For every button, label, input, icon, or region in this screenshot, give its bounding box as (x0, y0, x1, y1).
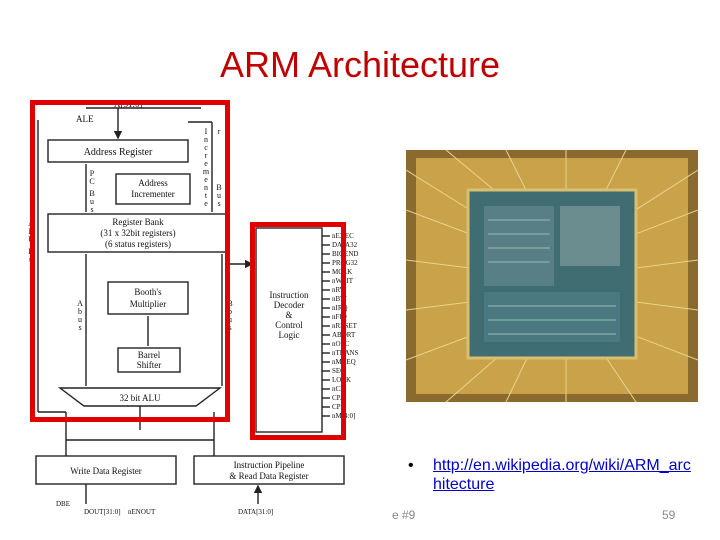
svg-text:n: n (204, 183, 208, 192)
svg-text:nOPC: nOPC (332, 340, 349, 348)
svg-text:CPA: CPA (332, 394, 345, 402)
decoder-line1: Instruction (270, 290, 309, 300)
booth-multiplier-line2: Multiplier (130, 299, 167, 309)
address-register-label: Address Register (84, 147, 153, 158)
svg-text:s: s (228, 323, 231, 332)
barrel-shifter-line2: Shifter (137, 360, 162, 370)
instruction-pipeline-line2: & Read Data Register (229, 471, 308, 481)
svg-text:b: b (228, 307, 232, 316)
register-bank-line1: Register Bank (112, 217, 164, 227)
data-in-label: DATA[31:0] (238, 508, 273, 516)
arm-block-diagram: A[31:0] ALE Address Register Address Inc… (28, 100, 358, 516)
svg-text:s: s (217, 199, 220, 208)
svg-text:nFIQ: nFIQ (332, 313, 347, 321)
datapath-highlight-box (30, 100, 230, 422)
decoder-line5: Logic (279, 330, 300, 340)
page-number: 59 (662, 508, 676, 522)
svg-text:u: u (78, 315, 82, 324)
svg-text:CPB: CPB (332, 403, 346, 411)
barrel-shifter-line1: Barrel (138, 350, 161, 360)
svg-text:s: s (90, 205, 93, 214)
svg-text:B: B (216, 183, 221, 192)
wikipedia-link[interactable]: http://en.wikipedia.org/wiki/ARM_archite… (433, 457, 691, 493)
svg-text:n: n (204, 135, 208, 144)
svg-text:c: c (204, 143, 208, 152)
svg-text:r: r (205, 151, 208, 160)
svg-text:A: A (77, 299, 83, 308)
svg-text:nIRQ: nIRQ (332, 304, 348, 312)
a-bus-letters: A b u s (77, 299, 83, 332)
alu-label: 32 bit ALU (119, 393, 161, 403)
control-highlight-box (250, 222, 346, 440)
svg-text:r: r (218, 127, 221, 136)
svg-text:b: b (78, 307, 82, 316)
pc-bus-letters: P C B u s (89, 169, 94, 214)
svg-text:u: u (228, 315, 232, 324)
register-bank-line3: (6 status registers) (105, 239, 171, 249)
svg-text:m: m (203, 167, 210, 176)
incrementer-bus-letters: I n c r e m e n t e r B u s (203, 127, 222, 208)
dbe-label: DBE (56, 500, 70, 508)
svg-text:u: u (217, 191, 221, 200)
decoder-line2: Decoder (274, 300, 304, 310)
bullet-point-icon: • (408, 457, 414, 474)
decoder-line3: & (285, 310, 292, 320)
svg-text:P: P (90, 169, 95, 178)
svg-text:B: B (227, 299, 232, 308)
svg-text:e: e (204, 199, 208, 208)
svg-text:nCPI: nCPI (332, 385, 347, 393)
svg-text:u: u (90, 197, 94, 206)
svg-text:B: B (89, 189, 94, 198)
svg-text:I: I (205, 127, 208, 136)
register-bank-line2: (31 x 32bit registers) (100, 228, 175, 238)
dout-label: DOUT[31:0] (84, 508, 121, 516)
write-data-register-label: Write Data Register (70, 466, 142, 476)
svg-text:nRW: nRW (332, 286, 347, 294)
svg-text:e: e (204, 175, 208, 184)
nenout-label: nENOUT (128, 508, 156, 516)
svg-text:C: C (89, 177, 94, 186)
svg-text:e: e (204, 159, 208, 168)
address-incrementer-line2: Incrementer (131, 189, 174, 199)
address-incrementer-line1: Address (138, 178, 168, 188)
ale-label: ALE (76, 114, 94, 124)
decoder-line4: Control (275, 320, 303, 330)
booth-multiplier-line1: Booth's (134, 287, 162, 297)
instruction-pipeline-line1: Instruction Pipeline (234, 460, 305, 470)
b-bus-letters: B b u s (227, 299, 232, 332)
svg-text:s: s (78, 323, 81, 332)
svg-text:t: t (205, 191, 208, 200)
slide-footer-label: e #9 (392, 508, 416, 522)
slide-title: ARM Architecture (219, 44, 501, 85)
svg-text:nBW: nBW (332, 295, 347, 303)
svg-text:SEQ: SEQ (332, 367, 345, 375)
arm-chip-die-photo (406, 150, 698, 402)
